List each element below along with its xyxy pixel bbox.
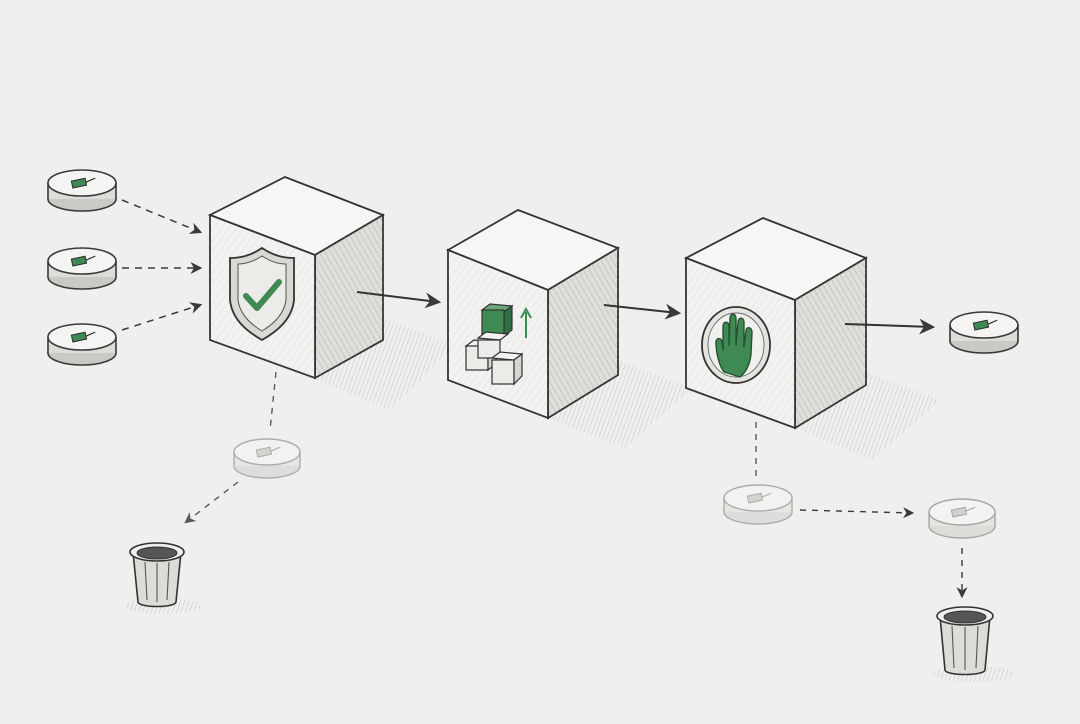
tag-icon xyxy=(255,446,281,458)
rejected-token-2 xyxy=(723,484,793,525)
stage-scale-cube xyxy=(445,209,692,448)
tag-icon xyxy=(746,492,772,504)
incoming-token-1 xyxy=(47,169,117,212)
flow-arrow-2 xyxy=(603,303,682,320)
incoming-token-2 xyxy=(47,247,117,290)
tag-icon xyxy=(70,177,96,189)
rejected-token-3 xyxy=(928,498,996,539)
tag-icon xyxy=(70,331,96,343)
stage-block-cube xyxy=(683,217,940,460)
tag-icon xyxy=(70,255,96,267)
input-arrow-1 xyxy=(121,199,203,234)
rejected-token-1 xyxy=(233,438,301,479)
output-token xyxy=(949,311,1019,354)
stacked-cubes-up-arrow-icon xyxy=(464,303,532,386)
trash-can-icon xyxy=(125,542,201,614)
reject-arrow-1 xyxy=(184,481,239,524)
trash-can-icon xyxy=(933,606,1013,682)
reject-drop-line-1 xyxy=(269,371,277,431)
flow-arrow-3 xyxy=(844,318,936,335)
incoming-token-3 xyxy=(47,323,117,366)
reject-arrow-2 xyxy=(799,507,915,519)
tag-icon xyxy=(950,506,976,518)
shield-check-icon xyxy=(229,246,295,342)
tag-icon xyxy=(972,319,998,331)
input-arrow-3 xyxy=(121,302,203,331)
stage-validate-cube xyxy=(207,176,455,410)
stop-hand-icon xyxy=(701,306,771,384)
flow-arrow-1 xyxy=(356,291,442,309)
